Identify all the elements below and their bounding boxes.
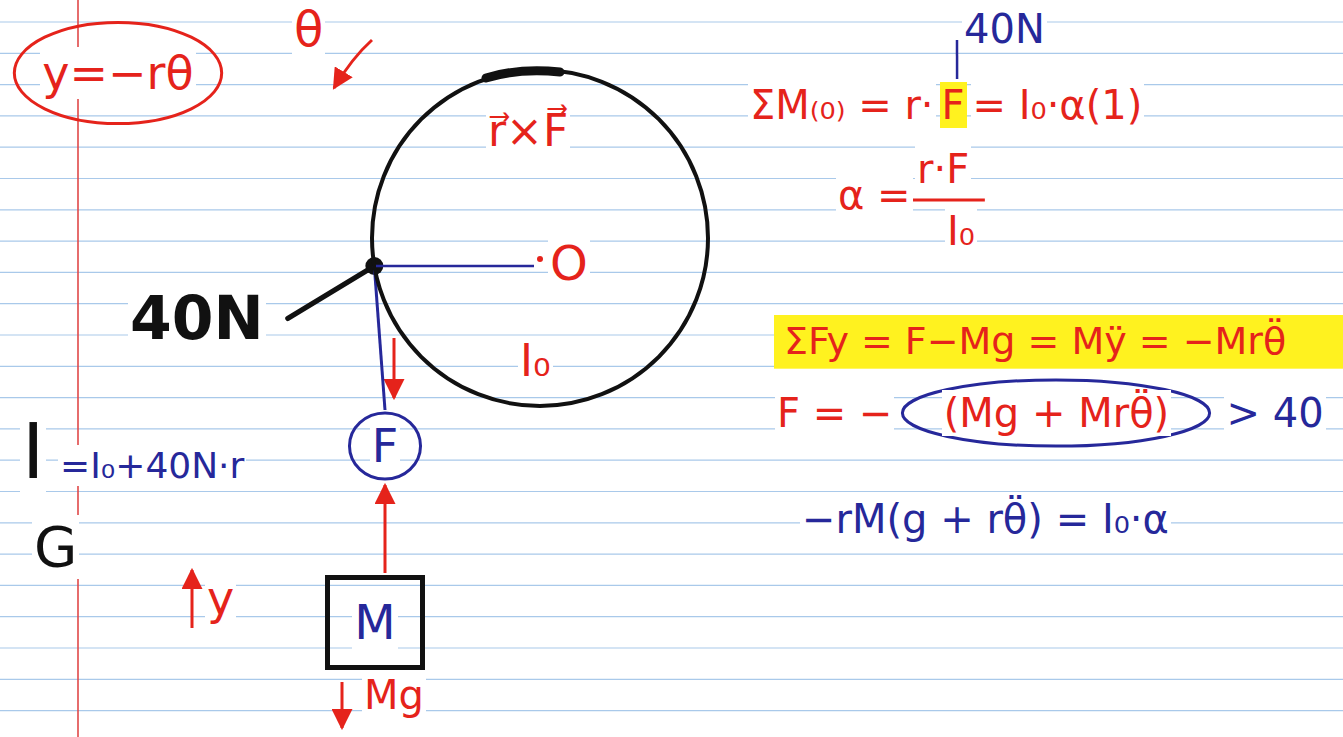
mass-block: M: [325, 575, 425, 670]
combined-equation: −rM(g + rθ̈) = I₀·α: [800, 496, 1171, 542]
ruled-line: [0, 553, 1343, 554]
ruled-line: [0, 147, 1343, 148]
force-value: 40N: [128, 284, 266, 353]
force-arrow: [393, 338, 396, 398]
outline-ellipse: [903, 380, 1210, 446]
ruled-line: [0, 616, 1343, 617]
weight-label: Mg: [362, 672, 426, 718]
highlighted-force: F: [940, 82, 967, 128]
rope-connector: [384, 485, 387, 573]
applied-force-rope: [288, 266, 375, 319]
circled-force: F: [348, 410, 422, 482]
center-label: O: [548, 236, 590, 291]
center-point: [537, 256, 543, 262]
force-equation: F = −: [775, 390, 894, 436]
rotation-arrow: [334, 40, 372, 88]
outline-ellipse: [14, 22, 221, 123]
ruled-line: [0, 647, 1343, 648]
ruled-line: [0, 241, 1343, 242]
circled-term: (Mg + Mrθ̈): [896, 377, 1216, 449]
fraction-denominator: I₀: [945, 208, 977, 254]
rim-mark: [486, 71, 560, 78]
weight-arrow: [341, 682, 344, 728]
fraction-numerator: r·F: [915, 146, 971, 192]
moment-equation: ΣM₍₀₎ = r·: [748, 82, 936, 128]
inertia-label: I₀: [518, 336, 553, 387]
axis-arrow: [191, 570, 194, 628]
ruled-line: [0, 491, 1343, 492]
acceleration-equation: α =: [836, 172, 913, 218]
cross-product: r⃗×F⃗: [486, 106, 570, 157]
radius-line: [376, 265, 534, 268]
ruled-line: [0, 710, 1343, 711]
node-text: F: [370, 420, 400, 473]
inequality: > 40: [1224, 390, 1325, 436]
node-text: (Mg + Mrθ̈): [942, 390, 1172, 436]
margin-line: [77, 0, 79, 737]
pulley-rim: [372, 70, 708, 406]
inertia-equation: =I₀+40N·r: [58, 445, 246, 486]
angle-symbol: θ: [292, 2, 325, 57]
pulley-disc: r⃗×F⃗ O I₀: [368, 66, 712, 410]
ruled-line: [0, 209, 1343, 210]
inertia-symbol: I: [20, 408, 46, 495]
fraction-bar: [909, 199, 985, 202]
inertia-subscript: G: [32, 515, 79, 579]
circled-relation: y=−rθ: [10, 18, 226, 128]
ruled-line: [0, 21, 1343, 22]
highlight-band: [774, 315, 1343, 369]
ruled-line: [0, 585, 1343, 586]
node-text: M: [352, 595, 397, 650]
ruled-line: [0, 53, 1343, 54]
leader-line: [956, 40, 959, 79]
outline-ellipse: [349, 413, 420, 479]
force-note: 40N: [962, 6, 1047, 52]
ruled-line: [0, 178, 1343, 179]
force-balance-equation: ΣFy = F−Mg = Mÿ = −Mrθ̈: [782, 320, 1288, 364]
node-text: y=−rθ: [40, 47, 195, 100]
moment-equation: = I₀·α(1): [971, 82, 1145, 128]
axis-label: y: [205, 572, 236, 625]
ruled-line: [0, 272, 1343, 273]
ruled-line: [0, 679, 1343, 680]
